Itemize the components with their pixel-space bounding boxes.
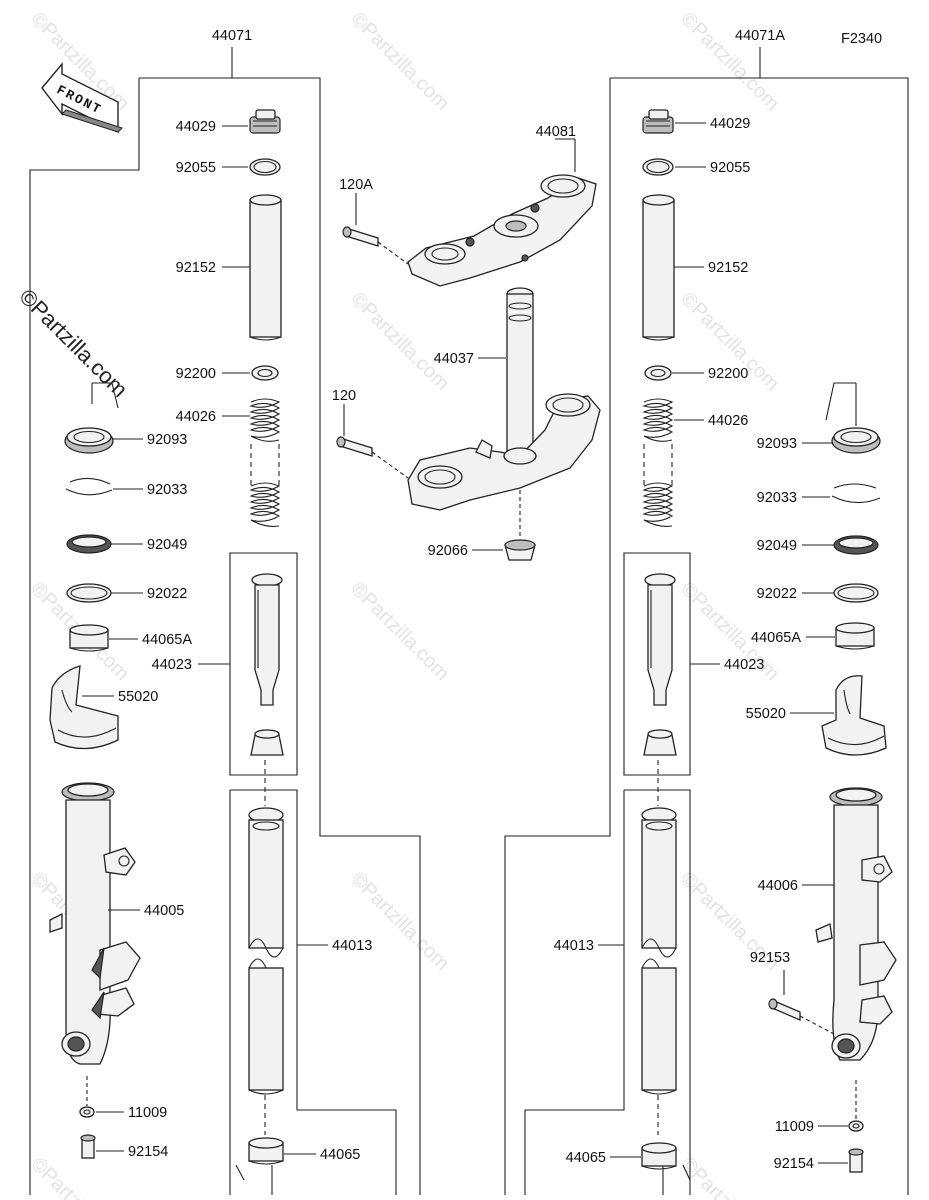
cylinder-44023: [250, 573, 284, 756]
bolt-120: [336, 436, 373, 457]
label-92200-left: 92200: [176, 366, 216, 382]
steering-stem-44037: [407, 287, 601, 511]
bushing-44065A-right: [835, 622, 875, 650]
upper-bracket-44081: [407, 174, 597, 287]
cap-bolt-44029-right: [642, 109, 674, 134]
washer-11009-right: [848, 1120, 864, 1132]
label-44065-left: 44065: [320, 1147, 360, 1163]
watermark: ©Partzilla.com: [346, 8, 453, 115]
label-44023-right: 44023: [724, 657, 764, 673]
diagram-code: F2340: [841, 31, 882, 47]
label-92093-right: 92093: [757, 436, 797, 452]
circlip-92033: [65, 477, 113, 496]
bushing-44065: [248, 1137, 284, 1165]
oil-seal-92093-right: [831, 427, 881, 454]
outer-tube-44005: [49, 782, 141, 1065]
bolt-92154: [80, 1134, 96, 1159]
outer-tube-44006: [815, 787, 897, 1061]
label-44065A-left: 44065A: [142, 632, 192, 648]
inner-tube-44013-right: [641, 807, 677, 1095]
label-11009-right: 11009: [775, 1119, 814, 1135]
label-92152-left: 92152: [176, 260, 216, 276]
guard-55020: [49, 665, 119, 750]
label-92154-left: 92154: [128, 1144, 168, 1160]
label-55020-left: 55020: [118, 689, 158, 705]
label-92022-right: 92022: [757, 586, 797, 602]
right-assembly-outline: [504, 47, 909, 1195]
center-parts: 44081 120A 44037 120: [332, 124, 601, 561]
label-92049-right: 92049: [757, 538, 797, 554]
label-92093-left: 92093: [147, 432, 187, 448]
partzilla-watermark: ©Partzilla.com: [14, 284, 132, 402]
label-120: 120: [332, 388, 356, 404]
label-92153-right: 92153: [750, 950, 790, 966]
label-44026-left: 44026: [176, 409, 216, 425]
bolt-92153: [768, 998, 801, 1021]
spacer-tube-92152: [249, 194, 282, 341]
label-44005-left: 44005: [144, 903, 184, 919]
watermark: ©Partzilla.com: [676, 8, 783, 115]
washer-92200-right: [644, 365, 672, 381]
label-44029-right: 44029: [710, 116, 750, 132]
spring-44026: [249, 398, 281, 527]
left-fork-parts: 44029 92055 92152 92200 44026: [49, 109, 372, 1165]
bushing-44065A: [69, 624, 109, 652]
watermark: ©Partzilla.com: [346, 288, 453, 395]
watermark: ©Partzilla.com: [26, 1153, 133, 1200]
label-92200-right: 92200: [708, 366, 748, 382]
label-92154-right: 92154: [774, 1156, 814, 1172]
oil-seal-92093: [64, 427, 114, 454]
washer-92200: [251, 365, 279, 381]
assembly-label-right: 44071A: [735, 28, 785, 44]
bolt-92154-right: [848, 1148, 864, 1173]
watermark: ©Partzilla.com: [346, 868, 453, 975]
cap-bolt-44029: [249, 109, 281, 134]
circlip-92033-right: [831, 483, 881, 504]
label-44026-right: 44026: [708, 413, 748, 429]
label-44029-left: 44029: [176, 119, 216, 135]
label-44065-right: 44065: [566, 1150, 606, 1166]
label-44013-left: 44013: [332, 938, 372, 954]
washer-11009: [79, 1106, 95, 1118]
label-44065A-right: 44065A: [751, 630, 801, 646]
label-44037: 44037: [434, 351, 474, 367]
bolt-120A: [342, 226, 379, 247]
cylinder-44023-right: [643, 573, 677, 756]
label-44023-left: 44023: [152, 657, 192, 673]
label-92055-right: 92055: [710, 160, 750, 176]
left-assembly-outline: [29, 47, 421, 1195]
spring-44026-right: [642, 398, 674, 527]
label-11009-left: 11009: [128, 1105, 167, 1121]
label-92055-left: 92055: [176, 160, 216, 176]
inner-tube-44013: [248, 807, 284, 1095]
label-92033-left: 92033: [147, 482, 187, 498]
spacer-tube-92152-right: [642, 194, 675, 341]
guard-55020-right: [821, 675, 887, 756]
label-44081: 44081: [536, 124, 576, 140]
label-92049-left: 92049: [147, 537, 187, 553]
right-fork-parts: 44029 92055 92152 92200 44026: [554, 109, 897, 1173]
assembly-label-left: 44071: [212, 28, 252, 44]
label-92022-left: 92022: [147, 586, 187, 602]
watermark: ©Partzilla.com: [676, 1153, 783, 1200]
label-44006-right: 44006: [758, 878, 798, 894]
label-92152-right: 92152: [708, 260, 748, 276]
label-44013-right: 44013: [554, 938, 594, 954]
label-92066: 92066: [428, 543, 468, 559]
label-92033-right: 92033: [757, 490, 797, 506]
bushing-44065-right: [641, 1142, 677, 1170]
watermark: ©Partzilla.com: [346, 578, 453, 685]
label-55020-right: 55020: [746, 706, 786, 722]
label-120A: 120A: [339, 177, 373, 193]
cap-92066: [504, 539, 536, 561]
